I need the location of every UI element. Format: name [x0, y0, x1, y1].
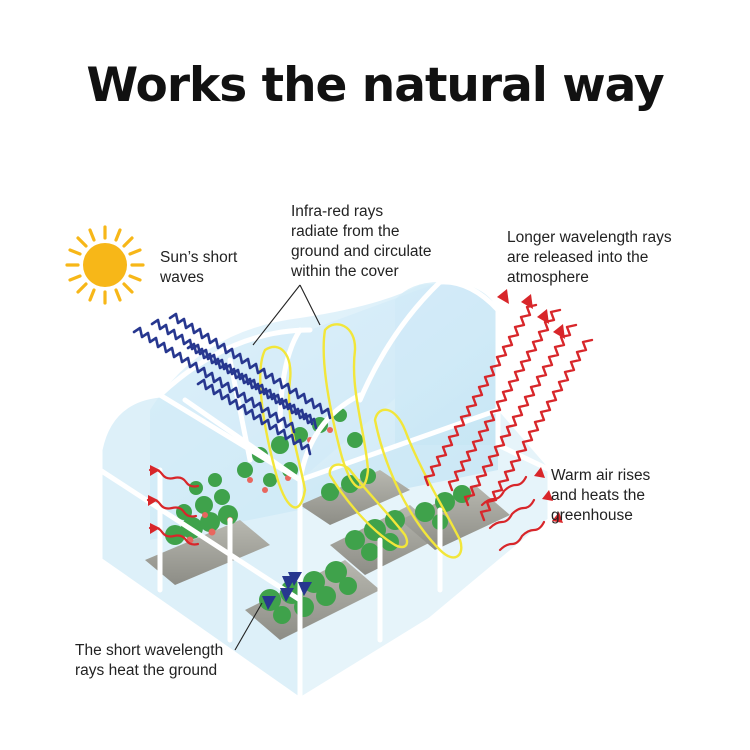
short-wavelength-label: The short wavelength rays heat the groun… — [75, 641, 223, 681]
infrared-label: Infra-red rays radiate from the ground a… — [291, 202, 431, 282]
leader-lines — [234, 284, 321, 651]
warm-air-line-2: and heats the — [551, 487, 645, 504]
short-wavelength-line-1: The short wavelength — [75, 642, 224, 659]
long-wave-arrowheads — [497, 289, 565, 339]
short-wavelength-line-2: rays heat the ground — [75, 662, 218, 679]
warm-air-arrowheads — [148, 465, 563, 534]
warm-air-label: Warm air rises and heats the greenhouse — [551, 466, 650, 526]
sun-waves-line-1: Sun’s short — [160, 249, 238, 266]
infrared-line-3: ground and circulate — [291, 243, 432, 260]
infrared-line-1: Infra-red rays — [291, 203, 384, 220]
page-title: Works the natural way — [86, 58, 664, 113]
greenhouse-structure — [97, 279, 553, 703]
long-wavelength-line-1: Longer wavelength rays — [507, 229, 672, 246]
warm-air-line-3: greenhouse — [551, 507, 633, 524]
warm-air-line-1: Warm air rises — [551, 467, 651, 484]
sun-icon — [65, 225, 145, 305]
short-wave-arrows — [132, 312, 332, 456]
short-wave-arrowheads — [262, 572, 312, 610]
sun-waves-line-2: waves — [160, 269, 204, 286]
long-wavelength-label: Longer wavelength rays are released into… — [507, 228, 672, 288]
sun-waves-label: Sun’s short waves — [160, 248, 237, 288]
tomatoes — [186, 427, 333, 544]
infrared-line-4: within the cover — [291, 263, 399, 280]
long-wavelength-line-2: are released into the — [507, 249, 649, 266]
infrared-line-2: radiate from the — [291, 223, 400, 240]
long-wavelength-line-3: atmosphere — [507, 269, 589, 286]
warm-air-arrows — [146, 468, 546, 552]
long-wave-arrows — [423, 303, 594, 522]
